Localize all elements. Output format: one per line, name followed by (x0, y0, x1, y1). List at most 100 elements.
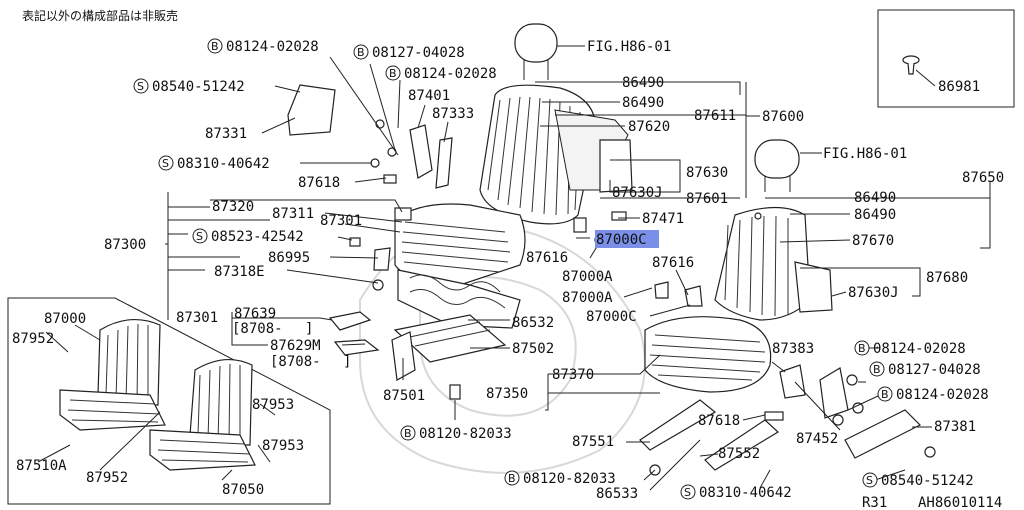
label-87620[interactable]: 87620 (628, 119, 670, 135)
label-87552[interactable]: 87552 (718, 446, 760, 462)
bolt-08124-02028-c: B 08124-02028 (854, 340, 966, 357)
label-87551[interactable]: 87551 (572, 434, 614, 450)
label-86490-c[interactable]: 86490 (854, 190, 896, 206)
label-87616-b[interactable]: 87616 (652, 255, 694, 271)
label-86532[interactable]: 86532 (512, 315, 554, 331)
bolt-symbol: B (873, 363, 881, 376)
bolt-08124-02028-b: B 08124-02028 (385, 65, 497, 82)
label-87618-a[interactable]: 87618 (298, 175, 340, 191)
label-86490-a[interactable]: 86490 (622, 75, 664, 91)
label-08124-02028-b[interactable]: 08124-02028 (404, 66, 497, 82)
label-inset-87953-b[interactable]: 87953 (262, 438, 304, 454)
label-87501[interactable]: 87501 (383, 388, 425, 404)
highlight-box (595, 230, 659, 248)
label-fig-h86-01-right[interactable]: FIG.H86-01 (823, 146, 907, 162)
label-87401[interactable]: 87401 (408, 88, 450, 104)
label-87601[interactable]: 87601 (686, 191, 728, 207)
bolt-symbol: B (404, 427, 412, 440)
label-87600[interactable]: 87600 (762, 109, 804, 125)
label-87630[interactable]: 87630 (686, 165, 728, 181)
label-87000a-b[interactable]: 87000A (562, 290, 613, 306)
non-sale-note: 表記以外の構成部品は非販売 (22, 8, 178, 23)
screw-08540-51242-a: S 08540-51242 (133, 78, 245, 95)
label-08124-02028-d[interactable]: 08124-02028 (896, 387, 989, 403)
label-87611[interactable]: 87611 (694, 108, 736, 124)
label-inset-87000[interactable]: 87000 (44, 311, 86, 327)
label-inset-87050[interactable]: 87050 (222, 482, 264, 498)
label-86533[interactable]: 86533 (596, 486, 638, 502)
inset-box-87000 (7, 297, 331, 505)
bolt-08127-04028-b: B 08127-04028 (869, 361, 981, 378)
label-08120-82033-a[interactable]: 08120-82033 (419, 426, 512, 442)
label-87301-a[interactable]: 87301 (320, 213, 362, 229)
label-08124-02028-c[interactable]: 08124-02028 (873, 341, 966, 357)
label-08120-82033-b[interactable]: 08120-82033 (523, 471, 616, 487)
label-87370[interactable]: 87370 (552, 367, 594, 383)
label-range-a: [8708- ] (232, 321, 313, 337)
label-87452[interactable]: 87452 (796, 431, 838, 447)
label-87300[interactable]: 87300 (104, 237, 146, 253)
bolt-symbol: B (508, 472, 516, 485)
label-08523-42542[interactable]: 08523-42542 (211, 229, 304, 245)
label-87000c-b[interactable]: 87000C (586, 309, 637, 325)
label-87630j-b[interactable]: 87630J (848, 285, 899, 301)
label-87383[interactable]: 87383 (772, 341, 814, 357)
label-87000a-a[interactable]: 87000A (562, 269, 613, 285)
label-08540-51242-a[interactable]: 08540-51242 (152, 79, 245, 95)
screw-symbol: S (866, 474, 873, 487)
label-87670[interactable]: 87670 (852, 233, 894, 249)
label-87000c-highlighted[interactable]: 87000C (596, 232, 647, 248)
label-87333[interactable]: 87333 (432, 106, 474, 122)
label-87311[interactable]: 87311 (272, 206, 314, 222)
label-87381[interactable]: 87381 (934, 419, 976, 435)
label-87629m[interactable]: 87629M (270, 338, 321, 354)
label-86995[interactable]: 86995 (268, 250, 310, 266)
label-86490-d[interactable]: 86490 (854, 207, 896, 223)
label-87616-a[interactable]: 87616 (526, 250, 568, 266)
label-87639[interactable]: 87639 (234, 306, 276, 322)
label-08310-40642-a[interactable]: 08310-40642 (177, 156, 270, 172)
label-08540-51242-b[interactable]: 08540-51242 (881, 473, 974, 489)
label-87301-b[interactable]: 87301 (176, 310, 218, 326)
screw-symbol: S (162, 157, 169, 170)
inset-box-86981 (877, 9, 1015, 108)
label-86981: 86981 (938, 79, 980, 95)
label-08310-40642-b[interactable]: 08310-40642 (699, 485, 792, 501)
label-inset-87952-a[interactable]: 87952 (12, 331, 54, 347)
label-inset-87953-a[interactable]: 87953 (252, 397, 294, 413)
bolt-symbol: B (211, 40, 219, 53)
label-87320[interactable]: 87320 (212, 199, 254, 215)
screw-08540-51242-b: S 08540-51242 (862, 472, 974, 489)
leader-lines (37, 45, 991, 491)
bolt-symbol: B (858, 342, 866, 355)
label-87331[interactable]: 87331 (205, 126, 247, 142)
label-87680[interactable]: 87680 (926, 270, 968, 286)
footer-model: R31 (862, 495, 887, 510)
label-inset-87510a[interactable]: 87510A (16, 458, 67, 474)
bolt-symbol: B (389, 67, 397, 80)
label-08127-04028-a[interactable]: 08127-04028 (372, 45, 465, 61)
seat-rails-left (393, 314, 507, 363)
label-87318e[interactable]: 87318E (214, 264, 265, 280)
label-87618-b[interactable]: 87618 (698, 413, 740, 429)
label-inset-87952-b[interactable]: 87952 (86, 470, 128, 486)
label-87650[interactable]: 87650 (962, 170, 1004, 186)
label-08124-02028-a[interactable]: 08124-02028 (226, 39, 319, 55)
label-08127-04028-b[interactable]: 08127-04028 (888, 362, 981, 378)
bolt-08120-82033-b: B 08120-82033 (504, 470, 616, 487)
bolt-symbol: B (881, 388, 889, 401)
label-86490-b[interactable]: 86490 (622, 95, 664, 111)
bolt-08124-02028-d: B 08124-02028 (877, 386, 989, 403)
label-87630j-a[interactable]: 87630J (612, 185, 663, 201)
bolt-08120-82033-a: B 08120-82033 (400, 425, 512, 442)
label-87350[interactable]: 87350 (486, 386, 528, 402)
seat-back-left (479, 84, 633, 225)
headrest-right (754, 139, 800, 192)
label-87502[interactable]: 87502 (512, 341, 554, 357)
label-87471[interactable]: 87471 (642, 211, 684, 227)
bolt-08127-04028-a: B 08127-04028 (353, 44, 465, 61)
label-range-b: [8708- ] (270, 354, 351, 370)
label-fig-h86-01-top[interactable]: FIG.H86-01 (587, 39, 671, 55)
bolt-symbol: B (357, 46, 365, 59)
